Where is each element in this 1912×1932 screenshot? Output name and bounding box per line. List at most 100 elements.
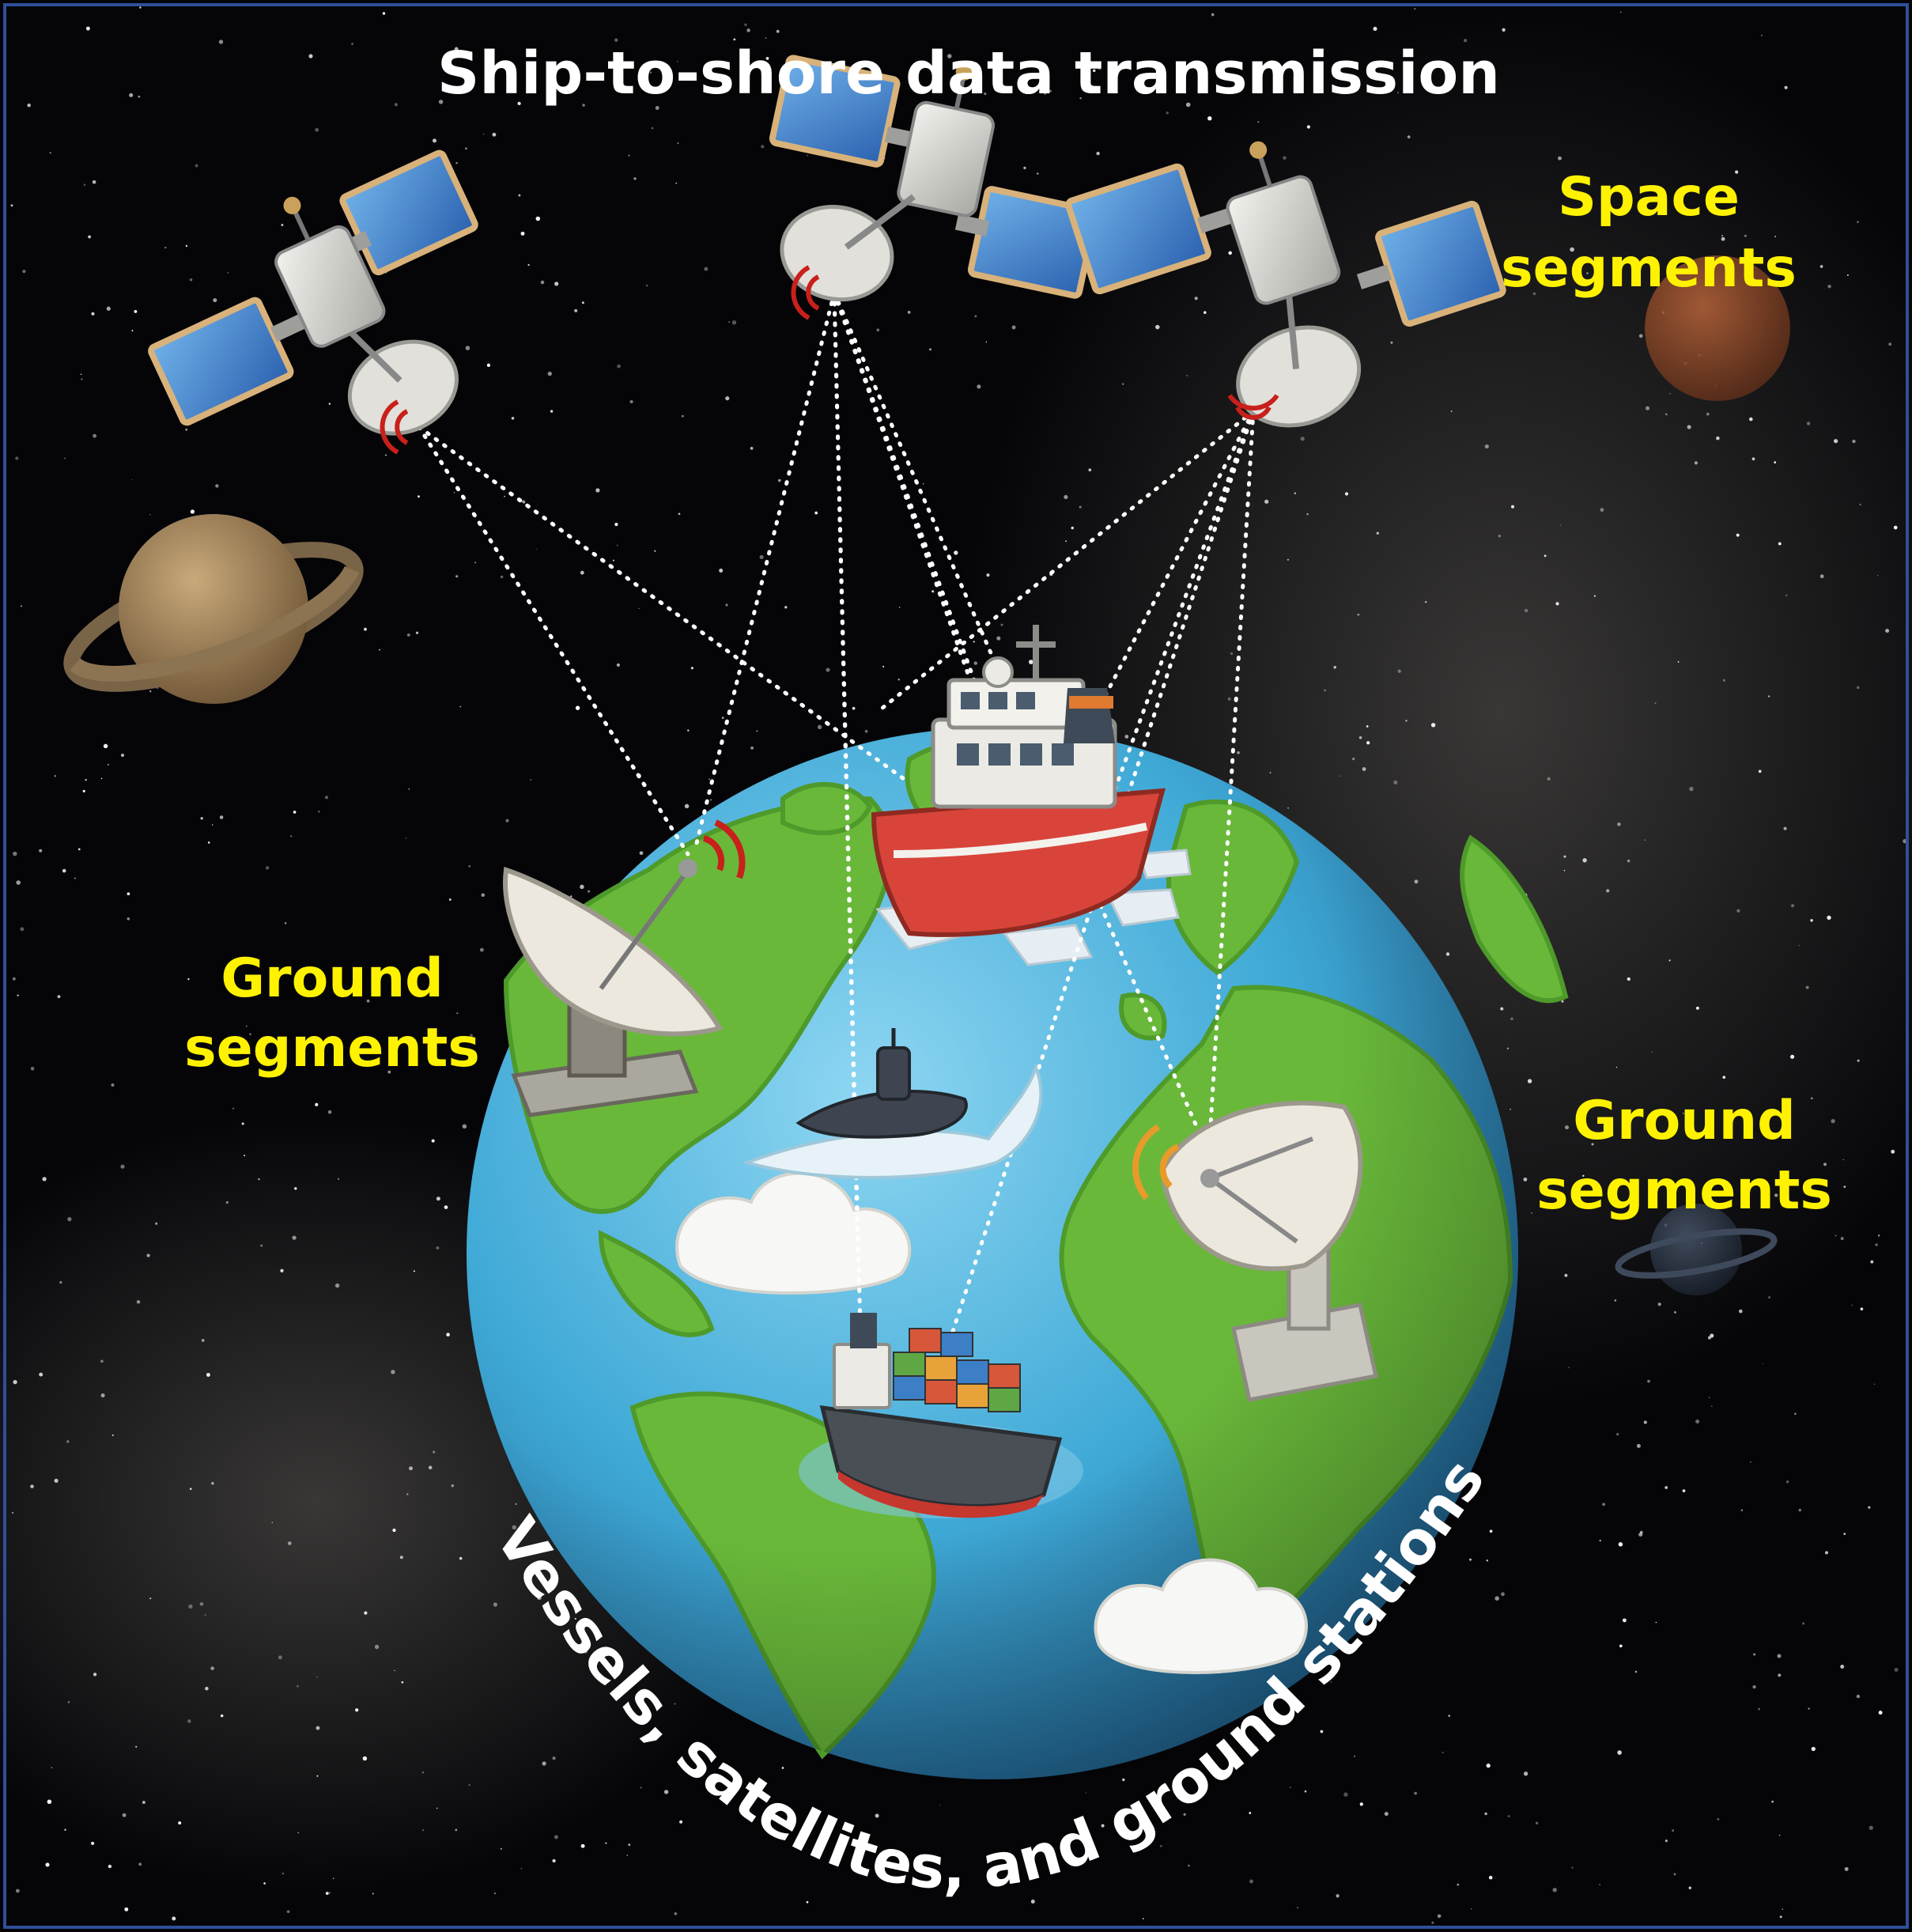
star: [708, 778, 711, 781]
star: [550, 410, 554, 413]
star: [258, 1178, 260, 1181]
star: [1484, 444, 1489, 449]
star: [111, 1083, 115, 1087]
star: [1859, 503, 1861, 506]
star: [1802, 1622, 1805, 1625]
star: [1771, 1800, 1774, 1803]
star: [1811, 1746, 1816, 1752]
star: [1071, 526, 1074, 530]
star: [1561, 1000, 1564, 1003]
star: [1840, 1237, 1844, 1241]
star: [1269, 772, 1272, 773]
star: [1827, 915, 1831, 921]
star: [1373, 26, 1377, 31]
star: [393, 992, 395, 996]
star: [1582, 858, 1587, 863]
star: [1695, 1419, 1700, 1424]
star: [1654, 702, 1657, 705]
star: [1320, 1730, 1324, 1734]
star: [776, 29, 780, 33]
star: [1791, 904, 1794, 908]
star: [1672, 1829, 1675, 1832]
star: [100, 1359, 104, 1363]
star: [200, 817, 203, 820]
star: [462, 1124, 467, 1129]
star: [931, 590, 935, 593]
star: [826, 667, 830, 672]
star: [1122, 1778, 1125, 1782]
star: [286, 1910, 290, 1914]
star: [876, 328, 880, 332]
star: [579, 1645, 580, 1647]
star: [211, 824, 213, 826]
star: [1706, 412, 1710, 416]
star: [750, 446, 754, 450]
star: [1645, 406, 1650, 410]
star: [138, 95, 141, 98]
star: [1783, 826, 1787, 830]
star: [436, 1807, 438, 1809]
star: [1777, 1654, 1782, 1658]
star: [1502, 28, 1506, 32]
star: [1752, 1684, 1756, 1689]
star: [448, 898, 452, 901]
star: [628, 1843, 631, 1847]
star: [1722, 679, 1725, 682]
star: [455, 575, 459, 578]
star: [570, 895, 572, 898]
star: [1806, 422, 1811, 425]
ringed-planet-icon: [1615, 1204, 1778, 1295]
star: [1857, 686, 1860, 690]
star: [172, 1916, 176, 1921]
star: [30, 1484, 34, 1488]
star: [1638, 334, 1643, 338]
star: [382, 12, 386, 15]
star: [540, 280, 545, 285]
star: [1843, 1185, 1846, 1189]
star: [288, 1541, 292, 1545]
star: [1396, 92, 1400, 94]
star: [1122, 383, 1124, 385]
star: [328, 403, 331, 405]
star: [139, 6, 142, 9]
star: [1616, 1432, 1619, 1436]
star: [290, 835, 293, 837]
star: [1343, 1792, 1348, 1797]
star: [1784, 85, 1788, 89]
star: [1740, 1509, 1744, 1512]
star: [679, 1820, 683, 1824]
star: [1619, 11, 1622, 13]
star: [1000, 623, 1003, 626]
star: [1840, 1665, 1845, 1669]
star: [1823, 1163, 1827, 1166]
star: [493, 1602, 497, 1607]
star: [1615, 1066, 1618, 1068]
star: [750, 746, 754, 750]
star: [468, 865, 471, 868]
star: [206, 1373, 210, 1377]
star: [47, 1799, 52, 1805]
star: [1878, 1711, 1883, 1715]
star: [1790, 1054, 1795, 1059]
star: [93, 433, 97, 438]
star: [765, 37, 767, 39]
star: [907, 311, 911, 314]
star: [185, 428, 188, 431]
star: [1330, 1681, 1332, 1683]
star: [67, 1701, 70, 1703]
star: [146, 1253, 150, 1257]
star: [977, 384, 981, 389]
star: [129, 93, 134, 97]
star: [1677, 661, 1680, 663]
star: [465, 147, 467, 150]
star: [500, 1847, 503, 1851]
star: [131, 478, 133, 481]
star: [1228, 251, 1232, 255]
star: [155, 1222, 158, 1225]
star: [1885, 629, 1890, 633]
star: [1366, 725, 1369, 728]
star: [1469, 1558, 1472, 1561]
star: [1376, 531, 1380, 535]
star: [1582, 1174, 1585, 1178]
star: [85, 778, 87, 781]
